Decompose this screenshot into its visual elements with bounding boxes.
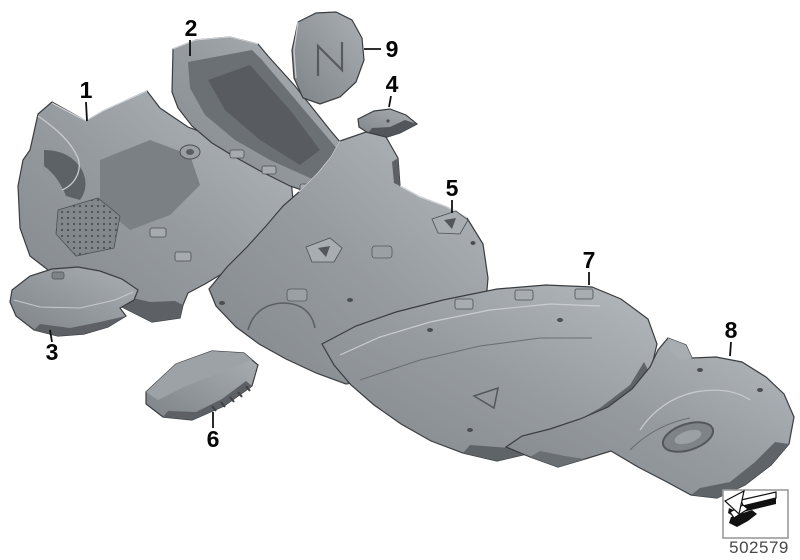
part-2-clip	[261, 165, 277, 175]
part-8-band-highlight	[639, 389, 751, 431]
callout-6[interactable]: 6	[207, 412, 220, 452]
part-2-tub-floor	[208, 65, 320, 165]
part-9-emboss-mark	[316, 42, 344, 76]
callout-1-leader	[85, 101, 88, 122]
part-8-floor-trim-rear-right[interactable]	[504, 337, 795, 499]
part-9-edge-highlight	[293, 21, 299, 79]
callout-3-label[interactable]: 3	[46, 339, 59, 365]
callout-2[interactable]: 2	[185, 15, 198, 56]
part-8-arm-shadow	[530, 451, 585, 467]
callout-4[interactable]: 4	[386, 71, 399, 108]
part-2-floor-trim-front-right[interactable]	[171, 36, 373, 206]
part-5-tab	[286, 288, 308, 302]
part-5-hole	[219, 301, 225, 305]
part-6-insert-mat[interactable]	[145, 350, 259, 421]
part-1-hump-highlight	[37, 115, 80, 191]
part-9-cover-flap[interactable]	[291, 11, 365, 105]
part-3-notch	[51, 271, 65, 280]
part-7-triangle-emboss	[472, 386, 499, 410]
part-5-clip-bracket-hole	[444, 218, 456, 229]
drawing-number: 502579	[729, 538, 789, 557]
part-7-hole	[427, 328, 433, 332]
callout-3[interactable]: 3	[46, 329, 59, 365]
part-7-clip	[574, 288, 594, 300]
callout-5[interactable]: 5	[446, 175, 459, 213]
part-5-hole	[347, 298, 353, 302]
callout-8-leader	[729, 341, 732, 357]
part-8-spike-face	[668, 338, 692, 360]
callout-4-leader	[388, 95, 392, 108]
part-5-step-shadow	[392, 158, 400, 186]
callouts: 1 2 3 4 5 6 7 8	[46, 15, 738, 452]
part-9-body	[291, 11, 365, 105]
part-1-wheel-arch	[44, 150, 86, 200]
part-7-ridge-shadow	[359, 337, 592, 381]
part-7-ridge-highlight	[339, 303, 601, 356]
part-6-top-face	[146, 351, 252, 400]
callout-8-label[interactable]: 8	[725, 317, 738, 343]
part-1-clip	[174, 251, 192, 262]
part-2-rim-highlight	[172, 36, 259, 50]
part-1-tread-patch	[55, 197, 121, 257]
part-4-hole	[386, 119, 390, 123]
callout-1-label[interactable]: 1	[80, 77, 93, 103]
callout-3-leader	[49, 329, 53, 343]
callout-1[interactable]: 1	[80, 77, 93, 122]
callout-7-label[interactable]: 7	[583, 247, 596, 273]
part-1-grommet-hole	[186, 149, 194, 155]
part-5-tab	[371, 245, 393, 259]
legend: 502579	[722, 489, 789, 557]
part-1-footwell-shade	[100, 140, 200, 230]
part-8-hole	[697, 368, 703, 372]
part-2-clip	[229, 149, 245, 159]
part-3-insert-mat[interactable]	[9, 266, 139, 337]
part-8-hole	[757, 388, 763, 392]
part-3-bottom-shadow	[34, 316, 126, 336]
callout-8[interactable]: 8	[725, 317, 738, 357]
part-7-clip	[514, 289, 534, 301]
part-7-clip	[454, 298, 474, 310]
part-3-ridge	[13, 291, 134, 309]
part-8-band-shadow	[629, 417, 691, 451]
part-7-hole	[557, 318, 563, 322]
part-8-bottom-shadow	[691, 442, 789, 498]
callout-9[interactable]: 9	[364, 36, 398, 62]
callout-6-label[interactable]: 6	[207, 426, 220, 452]
part-1-clip	[149, 227, 167, 238]
part-8-channel-inner	[674, 429, 702, 445]
part-3-body	[9, 266, 139, 337]
part-6-bottom-shadow	[163, 381, 252, 420]
callout-5-label[interactable]: 5	[446, 175, 459, 201]
part-4-wedge-insert[interactable]	[357, 108, 419, 139]
callout-2-label[interactable]: 2	[185, 15, 198, 41]
part-4-dark-edge	[368, 120, 417, 138]
part-5-scallop	[247, 302, 316, 331]
part-6-teeth	[211, 385, 251, 412]
part-7-hole	[467, 428, 473, 432]
callout-7[interactable]: 7	[583, 247, 596, 285]
part-5-front-edge-highlight	[298, 140, 341, 193]
callout-9-label[interactable]: 9	[386, 36, 399, 62]
part-5-hole	[470, 241, 476, 245]
cross-reference-arrow-icon	[723, 489, 777, 527]
part-5-clip-bracket-hole	[318, 246, 330, 257]
part-1-top-highlight	[51, 90, 148, 122]
callout-4-label[interactable]: 4	[386, 71, 399, 97]
